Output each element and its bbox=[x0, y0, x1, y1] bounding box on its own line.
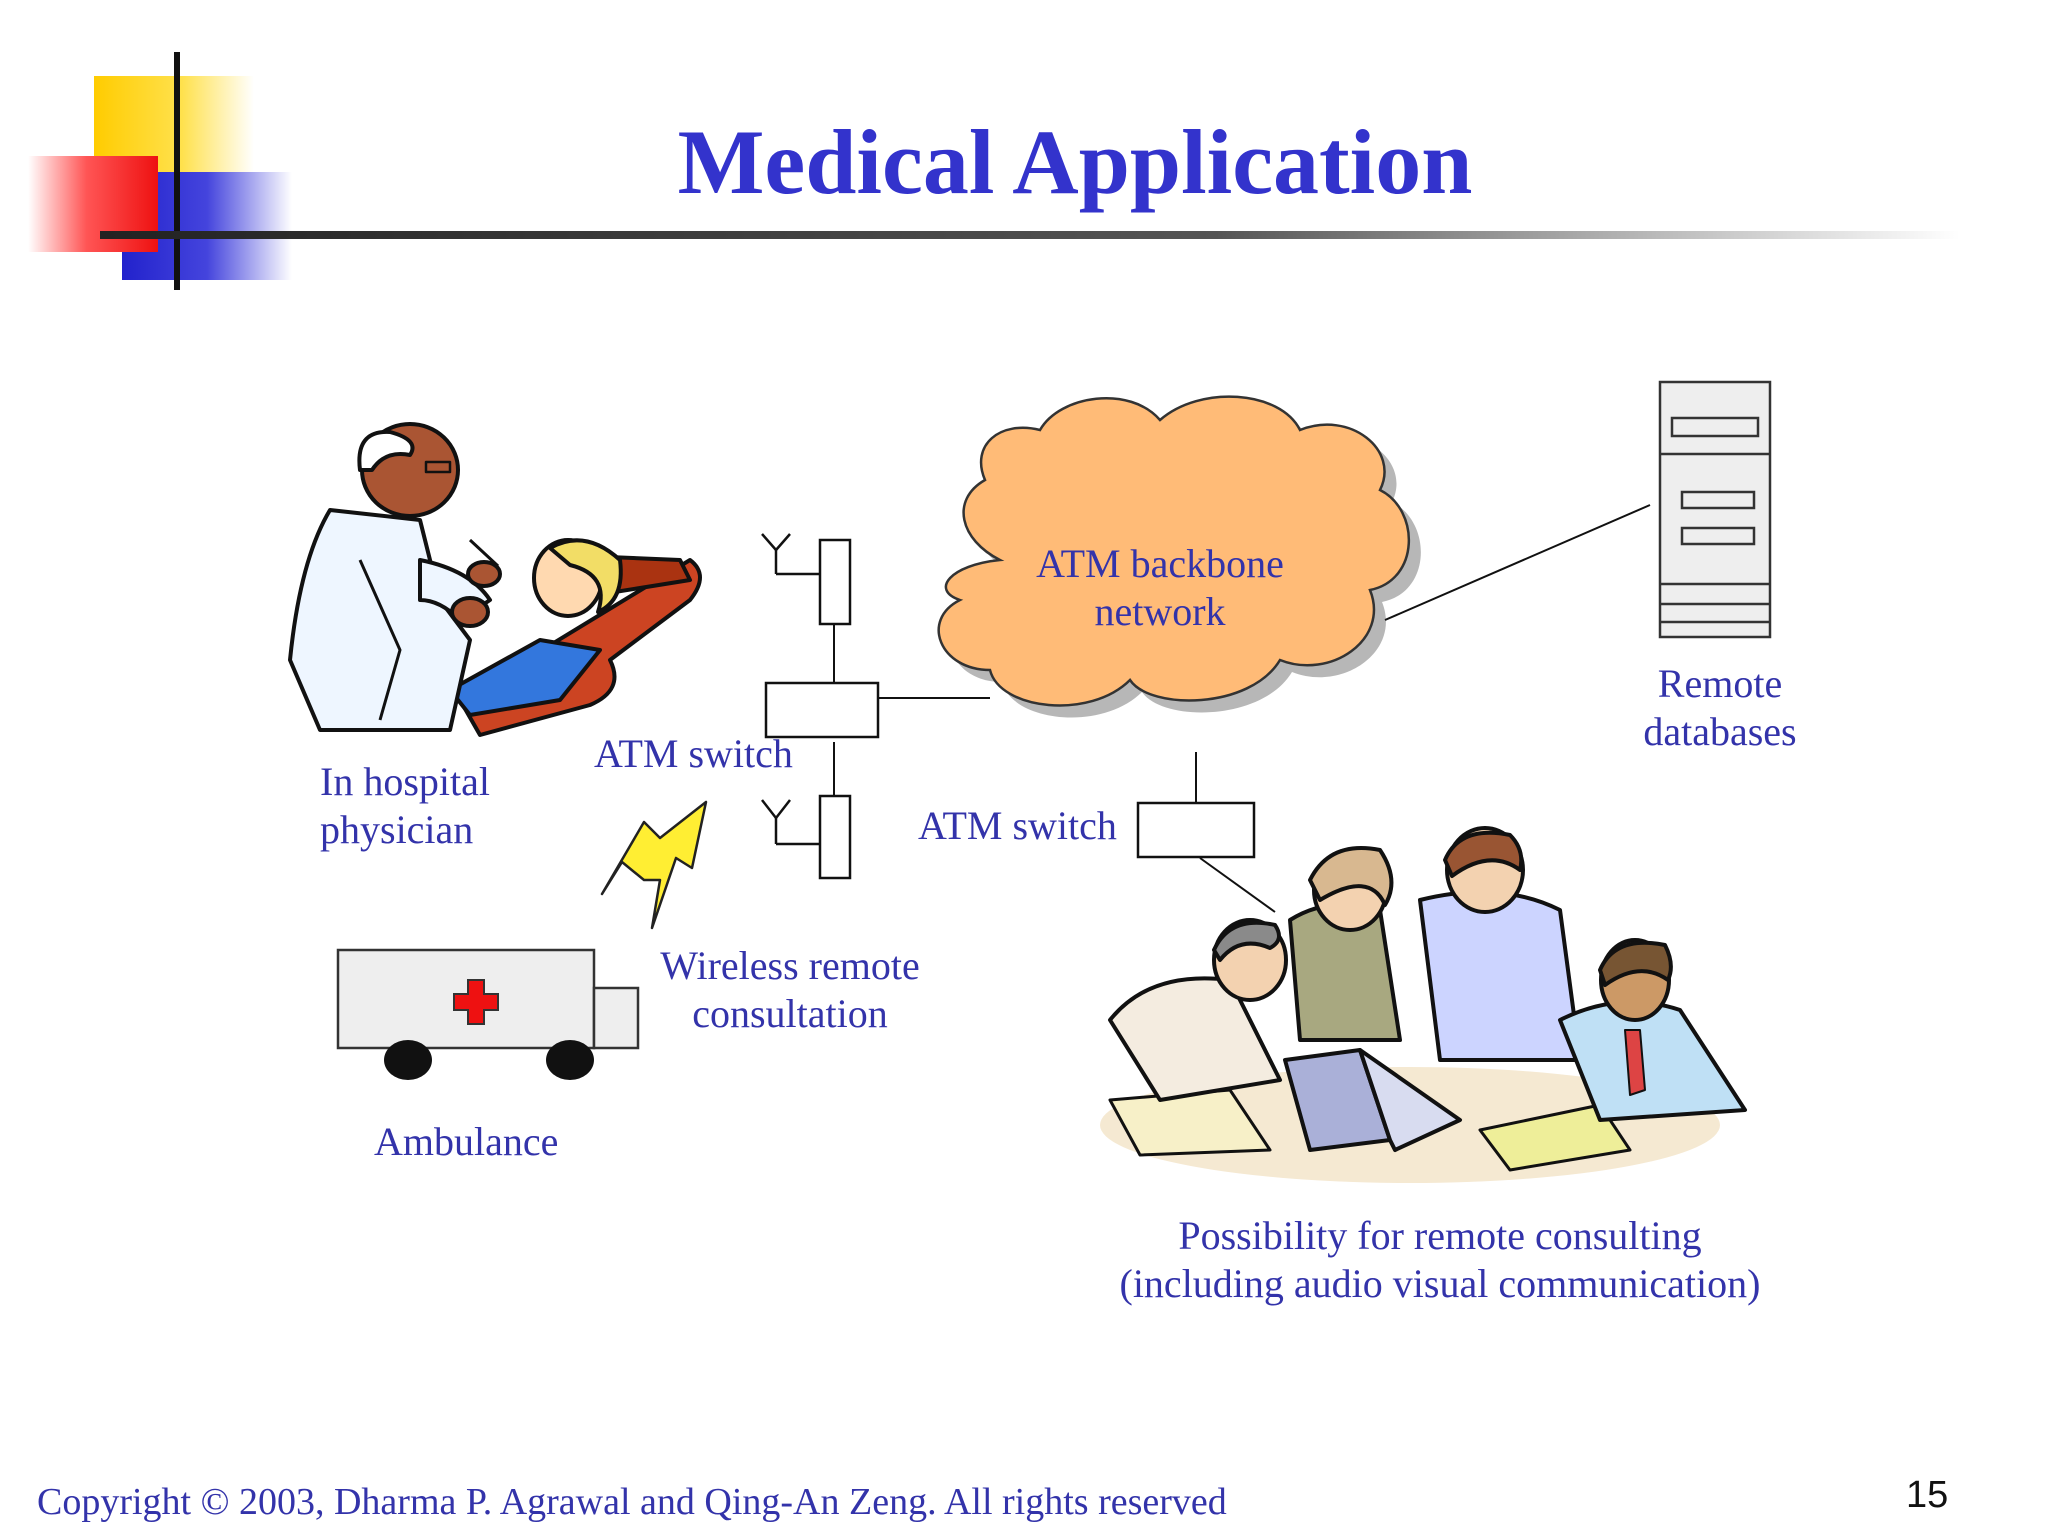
lightning-bolt-icon bbox=[600, 800, 708, 930]
wireless-consultation-label: Wireless remote consultation bbox=[650, 942, 930, 1038]
atm-backbone-cloud bbox=[937, 395, 1421, 718]
base-station-antenna-top bbox=[761, 533, 852, 626]
atm-switch-left-label: ATM switch bbox=[594, 731, 793, 776]
link-switch2-to-group bbox=[1199, 857, 1276, 913]
atm-switch-left-icon bbox=[764, 681, 880, 739]
remote-consulting-caption: Possibility for remote consulting (inclu… bbox=[1080, 1212, 1800, 1308]
ambulance-label: Ambulance bbox=[374, 1119, 559, 1164]
remote-consulting-line2: (including audio visual communication) bbox=[1119, 1261, 1761, 1306]
copyright-footer: Copyright © 2003, Dharma P. Agrawal and … bbox=[37, 1481, 1227, 1523]
atm-switch-right-icon bbox=[1136, 801, 1256, 859]
link-cloud-to-server bbox=[1384, 504, 1651, 621]
remote-consulting-line1: Possibility for remote consulting bbox=[1178, 1213, 1702, 1258]
atm-switch-right-label: ATM switch bbox=[918, 803, 1117, 848]
wireless-label-line1: Wireless remote bbox=[660, 943, 920, 988]
physician-label-line2: physician bbox=[320, 807, 474, 852]
remote-databases-line2: databases bbox=[1643, 709, 1797, 754]
remote-consulting-group-illustration bbox=[1100, 826, 1747, 1183]
ambulance-icon bbox=[336, 948, 640, 1080]
atm-backbone-label: ATM backbone network bbox=[1010, 540, 1310, 636]
remote-databases-label: Remote databases bbox=[1610, 660, 1830, 756]
slide-title: Medical Application bbox=[677, 111, 1473, 213]
remote-databases-line1: Remote bbox=[1657, 661, 1783, 706]
wireless-label-line2: consultation bbox=[692, 991, 888, 1036]
atm-backbone-label-line2: network bbox=[1094, 589, 1226, 634]
atm-backbone-label-line1: ATM backbone bbox=[1036, 541, 1284, 586]
server-tower-icon bbox=[1658, 380, 1772, 639]
network-links bbox=[833, 504, 1651, 913]
corner-logo bbox=[28, 52, 292, 290]
title-rule bbox=[100, 231, 1960, 239]
base-station-antenna-bottom bbox=[761, 794, 852, 880]
physician-label-line1: In hospital bbox=[320, 759, 490, 804]
physician-with-patient-illustration bbox=[288, 422, 702, 737]
logo-vertical-bar bbox=[174, 52, 180, 290]
physician-label: In hospital physician bbox=[320, 758, 490, 854]
page-number: 15 bbox=[1906, 1474, 1949, 1516]
